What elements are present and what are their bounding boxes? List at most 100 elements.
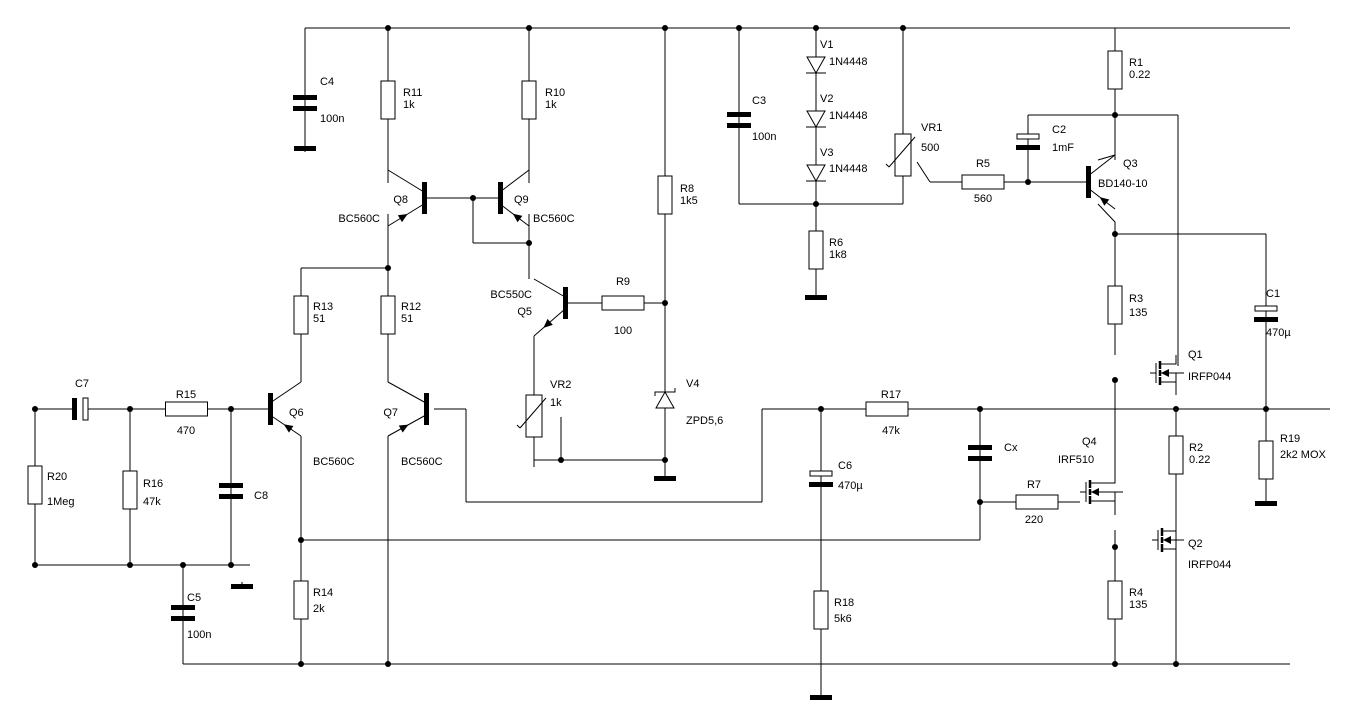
r16-ref-label: R16 [143,478,163,490]
diode-v1 [806,40,826,90]
transistor-q7 [387,381,429,437]
q2-ref-label: Q2 [1188,538,1203,550]
r13-ref-label: R13 [313,301,333,313]
resistor-r8 [657,155,673,235]
c7-ref-label: C7 [75,378,89,390]
mosfet-q2 [1152,528,1184,560]
resistor-r4 [1107,560,1123,640]
q3-ref-label: Q3 [1123,158,1138,170]
q4-value-label: IRF510 [1058,454,1094,466]
components [27,30,1278,650]
junction-dot [298,661,304,667]
q2-value-label: IRFP044 [1188,559,1231,571]
capacitor-cx [968,430,992,476]
junction-dot [127,562,133,568]
r18-ref-label: R18 [834,597,854,609]
ground-symbol [231,582,253,589]
junction-dot [977,406,983,412]
q7-ref-label: Q7 [383,407,398,419]
v2-value-label: 1N4448 [829,110,868,122]
r5-ref-label: R5 [976,158,990,170]
q5-value-label: BC550C [490,289,532,301]
resistor-r14 [293,560,309,640]
resistor-r6 [808,210,824,290]
r1-ref-label: R1 [1129,57,1143,69]
transistor-q3 [1086,154,1116,210]
c4-value-label: 100n [320,113,344,125]
resistor-r17 [860,401,914,417]
q1-ref-label: Q1 [1188,349,1203,361]
v3-value-label: 1N4448 [829,163,868,175]
capacitor-c6 [809,455,833,503]
junction-dot [900,25,906,31]
capacitor-c1 [1254,290,1278,338]
resistor-r3 [1107,265,1123,345]
v1-ref-label: V1 [820,39,833,51]
junction-dot [1112,661,1118,667]
c3-ref-label: C3 [752,95,766,107]
r4-ref-label: R4 [1129,587,1143,599]
resistor-r20 [27,445,43,525]
potentiometer-vr1 [885,110,916,200]
r3-ref-label: R3 [1129,293,1143,305]
vr1-value-label: 500 [921,142,939,154]
c2-value-label: 1mF [1052,142,1074,154]
transistor-q9 [498,169,530,227]
r7-value-label: 220 [1025,514,1043,526]
transistor-q8 [387,169,427,227]
junction-dot [662,25,668,31]
ground-symbol [810,693,832,700]
junction-dot [127,406,133,412]
transistor-q6 [268,381,302,437]
junction-dot [1263,406,1269,412]
r7-ref-label: R7 [1027,479,1041,491]
diode-v2 [806,94,826,144]
c1-value-label: 470µ [1266,327,1291,339]
v4-ref-label: V4 [686,378,699,390]
cx-ref-label: Cx [1004,442,1018,454]
r15-value-label: 470 [177,425,195,437]
r16-value-label: 47k [143,496,161,508]
r9-value-label: 100 [614,325,632,337]
q6-value-label: BC560C [313,456,355,468]
resistor-r5 [955,174,1011,190]
r11-ref-label: R11 [403,87,422,99]
r4-value-label: 135 [1129,599,1147,611]
junction-dot [818,406,824,412]
junction-dot [662,457,668,463]
zener-v4 [654,380,676,420]
junction-dot [298,537,304,543]
ground-symbol [1255,499,1277,506]
q1-value-label: IRFP044 [1188,371,1231,383]
r9-ref-label: R9 [616,276,630,288]
c6-value-label: 470µ [838,480,863,492]
resistor-r10 [521,60,537,140]
resistor-r15 [160,401,213,417]
junction-dot [1025,179,1031,185]
c6-ref-label: C6 [838,460,852,472]
junction-dot [32,406,38,412]
junction-dot [180,562,186,568]
r3-value-label: 135 [1129,307,1147,319]
junction-dot [662,300,668,306]
c1-ref-label: C1 [1266,288,1280,300]
q7-value-label: BC560C [401,456,443,468]
r19-ref-label: R19 [1280,433,1300,445]
ground-symbols [231,144,1277,700]
r2-value-label: 0.22 [1189,454,1210,466]
q9-value-label: BC560C [533,213,575,225]
c5-value-label: 100n [187,629,211,641]
v1-value-label: 1N4448 [829,56,868,68]
r12-ref-label: R12 [401,301,421,313]
transistor-q5 [533,278,568,337]
junction-dot [1112,112,1118,118]
c5-ref-label: C5 [187,592,201,604]
q9-ref-label: Q9 [514,194,529,206]
r8-ref-label: R8 [680,183,694,195]
ground-symbol [805,293,827,300]
potentiometer-vr2 [516,365,547,467]
resistor-r9 [600,295,646,311]
junction-dot [813,201,819,207]
vr2-ref-label: VR2 [550,379,571,391]
resistor-r7 [1010,494,1064,510]
